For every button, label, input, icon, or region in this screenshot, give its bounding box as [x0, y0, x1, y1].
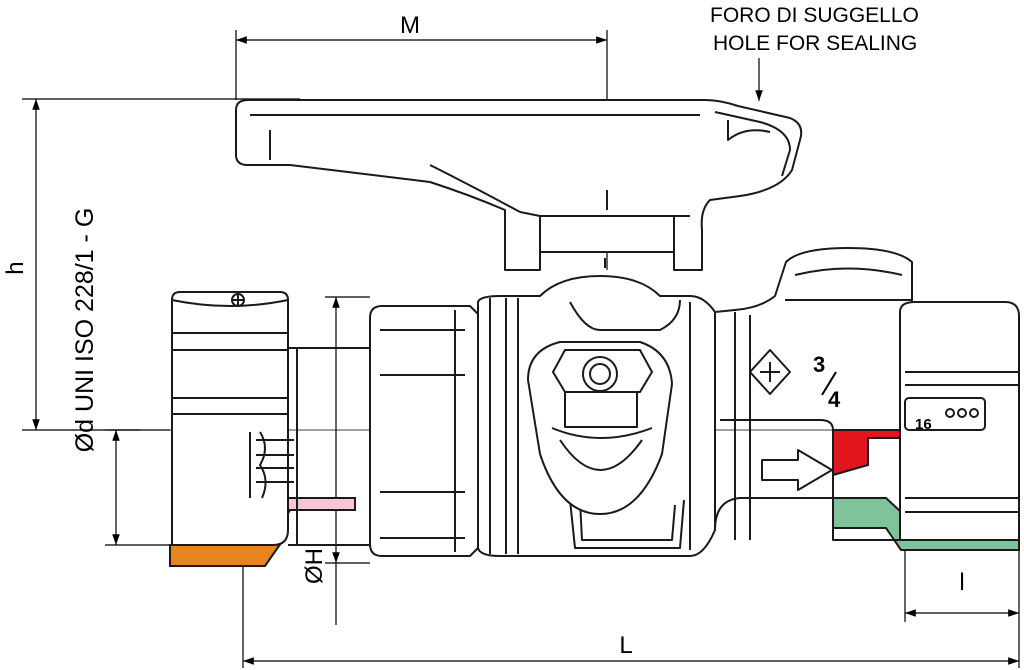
logo-diamond	[749, 349, 791, 395]
dim-label-l-thread: l	[959, 569, 964, 596]
seal-hole-label-italian: FORO DI SUGGELLO	[710, 4, 919, 27]
right-body	[714, 247, 913, 541]
pressure-marking: 16	[915, 416, 932, 433]
thread-spec-label: Ød UNI ISO 228/1 - G	[71, 208, 99, 453]
red-seal	[832, 429, 902, 477]
lever-handle	[235, 99, 803, 271]
left-union-nut	[171, 291, 289, 546]
seal-hole-label-english: HOLE FOR SEALING	[713, 32, 917, 55]
dim-label-l-total: L	[619, 632, 632, 659]
right-hex-nut	[899, 301, 1020, 541]
dim-label-h: h	[2, 261, 29, 274]
dim-label-m: M	[400, 12, 420, 39]
left-tailpiece	[288, 347, 371, 546]
size-numerator: 3	[813, 352, 825, 377]
valve-outline	[171, 99, 1020, 557]
left-body-hex	[369, 305, 479, 557]
dim-label-oh: ØH	[301, 548, 328, 584]
size-denominator: 4	[828, 387, 841, 412]
dimension-lines	[22, 30, 1020, 668]
flow-arrow	[761, 449, 833, 491]
